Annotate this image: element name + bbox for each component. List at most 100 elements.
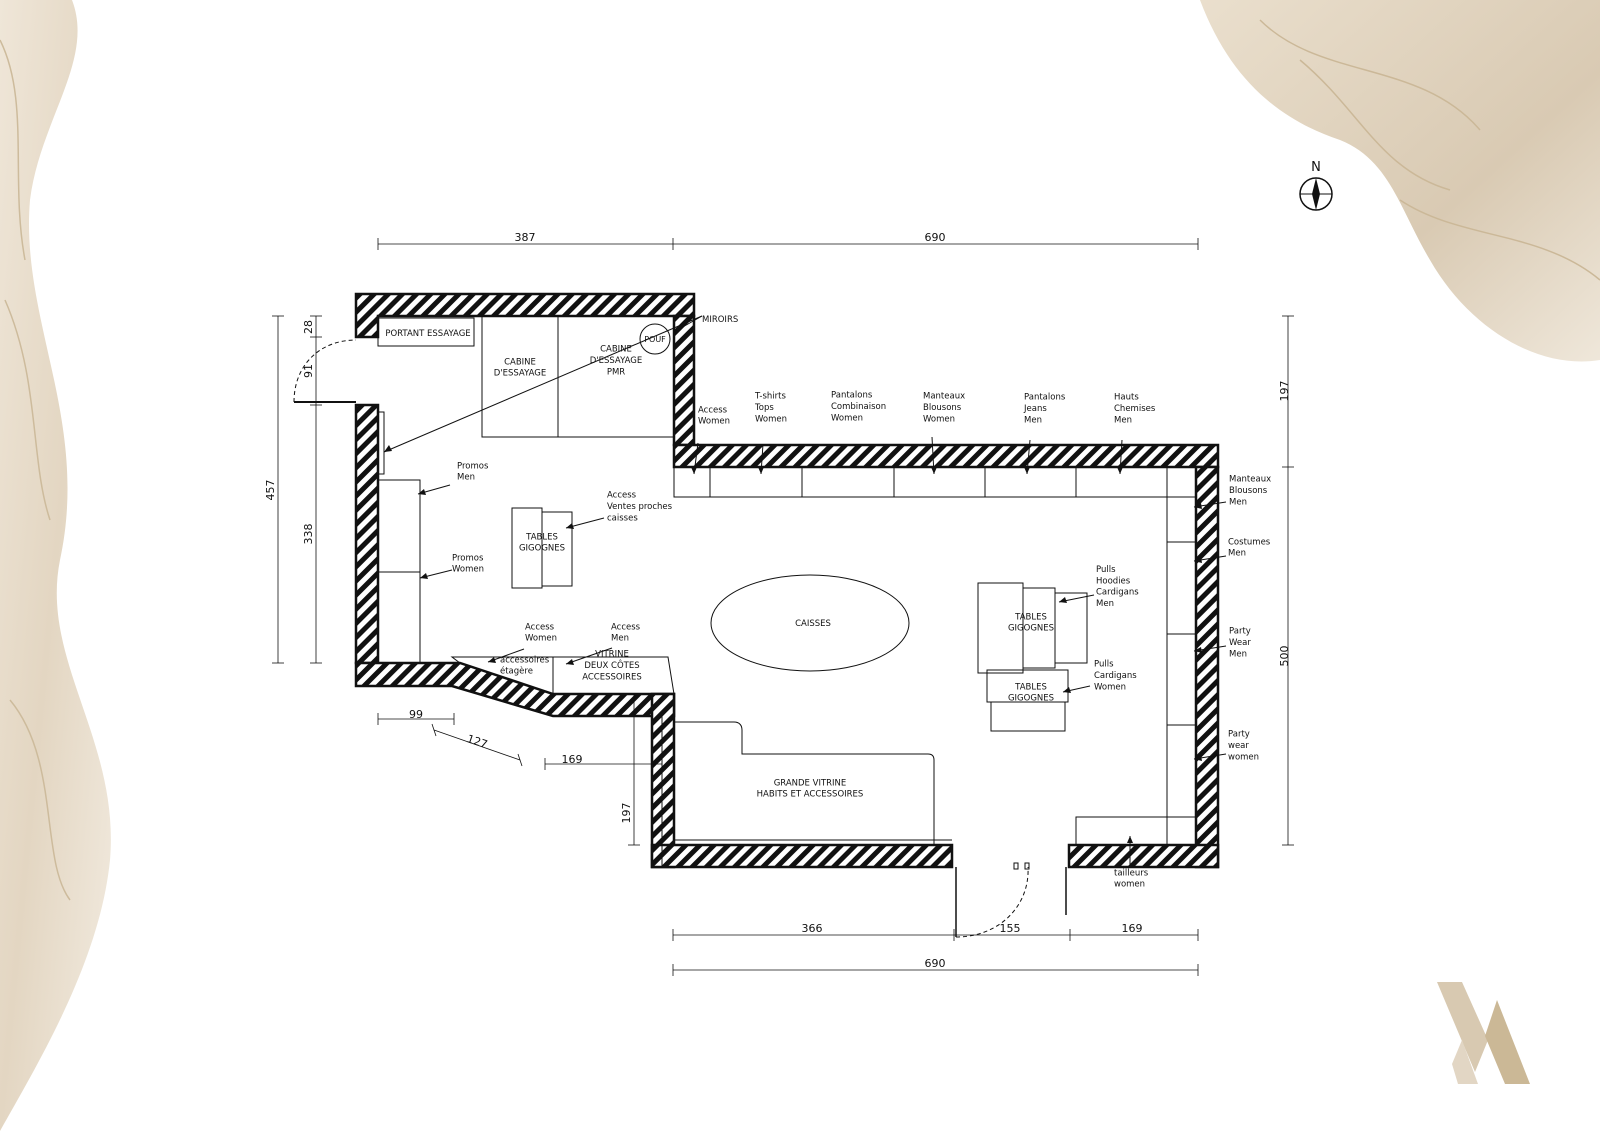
label-arrows [383, 315, 1227, 868]
label-line: GIGOGNES [519, 544, 565, 554]
shelf-right-2 [1166, 541, 1197, 635]
shelf-top-5 [984, 466, 1077, 498]
dim-bottom-155: 155 [1000, 922, 1021, 935]
label-line: DEUX CÔTES [584, 659, 639, 671]
label-portant: PORTANT ESSAYAGE [385, 329, 470, 339]
label-line: Women [1094, 682, 1126, 692]
dim-top-left: 387 [515, 231, 536, 244]
shelf-top-7 [1166, 466, 1197, 498]
caisses-counter [710, 574, 910, 672]
dim-right-top: 197 [1278, 381, 1291, 402]
side-door-swing [293, 339, 357, 403]
wall-left [354, 403, 380, 665]
doors [293, 339, 1067, 938]
label-line: T-shirts [754, 392, 786, 402]
label-line: Access [607, 491, 637, 501]
label-line: Costumes [1228, 537, 1271, 547]
label-line: Promos [452, 553, 484, 563]
dim-left-door: 91 [302, 364, 315, 378]
label-caisses: CAISSES [795, 619, 831, 629]
shelf-right-4 [1166, 724, 1197, 818]
label-line: GRANDE VITRINE [774, 778, 847, 788]
label-line: women [1114, 880, 1145, 890]
label-line: Pantalons [831, 391, 873, 401]
label-line: CABINE [600, 345, 632, 355]
dim-left-outer: 457 [264, 480, 277, 501]
label-line: Men [611, 634, 629, 644]
label-line: Pulls [1096, 565, 1116, 575]
label-tables1: TABLES GIGOGNES [519, 532, 565, 553]
tailleurs-shelf [1075, 816, 1168, 846]
label-line: D'ESSAYAGE [590, 356, 643, 366]
shelf-top-4 [893, 466, 986, 498]
label-line: Tops [754, 403, 774, 413]
dim-bottom-total: 690 [925, 957, 946, 970]
label-line: Pulls [1094, 660, 1114, 670]
dim-top-right: 690 [925, 231, 946, 244]
label-line: Hoodies [1096, 576, 1131, 586]
dimension-values: 387 690 457 28 91 338 197 500 99 127 169… [264, 231, 1291, 970]
shelf-top-3 [801, 466, 895, 498]
label-line: MIROIRS [702, 315, 738, 325]
label-line: GIGOGNES [1008, 694, 1054, 704]
label-line: Combinaison [831, 402, 886, 412]
entrance-door-swing [955, 866, 1029, 938]
label-line: Party [1228, 730, 1250, 740]
label-line: Men [1228, 549, 1246, 559]
dim-bottom-c: 169 [562, 753, 583, 766]
label-line: TABLES [525, 532, 558, 542]
mirror-panel [377, 411, 385, 475]
label-line: Women [923, 414, 955, 424]
label-line: ACCESSOIRES [582, 672, 642, 682]
label-line: Women [452, 565, 484, 575]
promos-men-shelf [377, 479, 421, 573]
dim-bottom-366: 366 [802, 922, 823, 935]
compass: N [1299, 160, 1333, 211]
label-line: Ventes proches [607, 502, 673, 512]
dim-bottom-b: 127 [465, 732, 489, 751]
marble-left-decoration [0, 0, 111, 1131]
label-line: HABITS ET ACCESSOIRES [757, 790, 864, 800]
label-line: wear [1228, 741, 1249, 751]
label-line: Cardigans [1096, 588, 1139, 598]
label-line: VITRINE [595, 650, 629, 660]
wall-vitrine-left [650, 692, 676, 869]
miroirs-arrow-b [673, 315, 703, 333]
label-line: accessoires [500, 655, 550, 665]
wall-step [672, 314, 696, 447]
wall-top-right [672, 443, 1220, 469]
label-line: étagère [500, 666, 533, 677]
shelf-top-2 [709, 466, 803, 498]
brand-logo-icon [1437, 982, 1530, 1084]
portant-essayage-rack [377, 317, 475, 347]
wall-bottom-left [650, 843, 954, 869]
label-line: Men [1114, 415, 1132, 425]
label-grande-vitrine: GRANDE VITRINE HABITS ET ACCESSOIRES [757, 778, 864, 799]
label-line: Men [1024, 415, 1042, 425]
label-line: Manteaux [1229, 475, 1271, 485]
label-line: women [1228, 752, 1259, 762]
dimension-lines [272, 238, 1294, 976]
miroirs-arrow [383, 315, 703, 453]
dim-left-top: 28 [302, 320, 315, 334]
label-line: Blousons [1229, 486, 1268, 496]
table-gigogne-1b [541, 511, 573, 587]
